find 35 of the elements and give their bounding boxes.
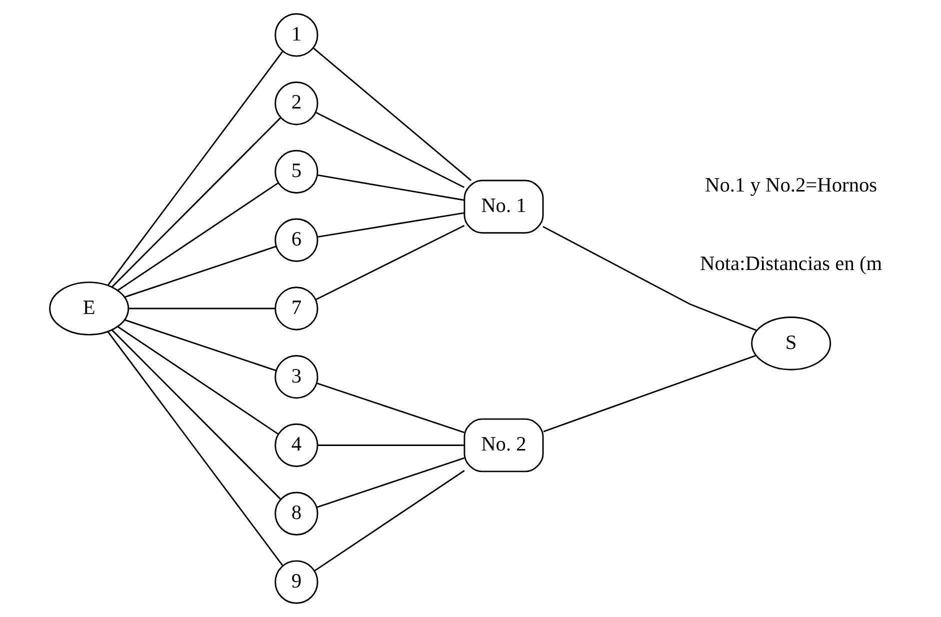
node-box: No. 1 — [463, 180, 544, 234]
connector — [316, 212, 464, 238]
connector — [316, 457, 464, 508]
connector — [124, 246, 276, 298]
connector — [128, 308, 275, 310]
connector — [111, 117, 281, 288]
node-circle: 7 — [274, 286, 318, 330]
connector — [124, 319, 276, 372]
node-ellipse: S — [750, 316, 831, 370]
connector — [312, 47, 471, 181]
connector — [106, 51, 283, 286]
connector — [111, 330, 281, 500]
node-box: No. 2 — [463, 418, 544, 472]
label: No.1 y No.2=Hornos — [704, 174, 877, 197]
connector — [542, 226, 756, 332]
connector — [116, 182, 278, 291]
connector — [314, 470, 464, 572]
node-circle: 1 — [274, 13, 318, 57]
connector — [315, 112, 464, 188]
connector — [315, 224, 464, 300]
connector — [106, 331, 283, 566]
connector — [316, 382, 464, 434]
node-ellipse: E — [48, 282, 129, 336]
connector — [317, 444, 464, 446]
connector — [316, 174, 464, 201]
node-circle: 9 — [274, 560, 318, 604]
node-circle: 4 — [274, 423, 318, 468]
node-circle: 5 — [274, 150, 318, 194]
node-circle: 3 — [274, 355, 318, 399]
connector — [116, 326, 278, 435]
node-circle: 8 — [274, 492, 318, 536]
node-circle: 2 — [274, 82, 318, 126]
node-circle: 6 — [274, 218, 318, 262]
label: Nota:Distancias en (m — [700, 253, 882, 276]
connector — [542, 354, 756, 432]
